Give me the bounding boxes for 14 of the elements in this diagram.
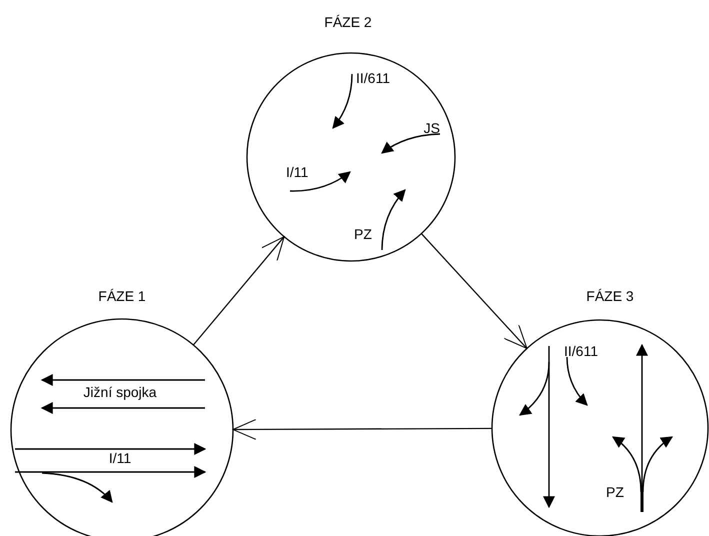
road-label: JS [424, 120, 440, 136]
road-label: I/11 [108, 450, 132, 466]
phase-title: FÁZE 3 [586, 288, 634, 304]
arrow [192, 236, 285, 346]
road-label: Jižní spojka [83, 384, 157, 400]
road-label: PZ [606, 484, 624, 500]
road-label: II/611 [564, 343, 598, 359]
road-label: I/11 [286, 164, 308, 180]
phase-title: FÁZE 2 [324, 14, 372, 30]
arrow [420, 233, 528, 349]
arrow [232, 418, 492, 440]
road-label: II/611 [356, 70, 390, 86]
road-label: PZ [354, 226, 372, 242]
phase-title: FÁZE 1 [98, 288, 146, 304]
